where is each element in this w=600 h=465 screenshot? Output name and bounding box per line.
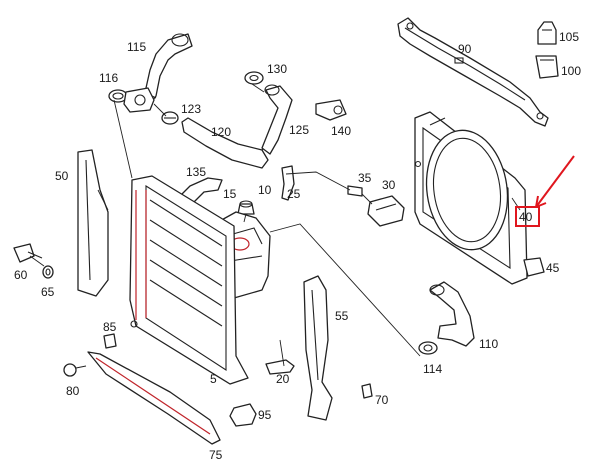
label-65: 65 (41, 285, 55, 299)
label-75: 75 (209, 448, 223, 462)
part-70-clip (361, 383, 373, 399)
label-35: 35 (358, 171, 372, 185)
part-40-fan-shroud (414, 111, 528, 285)
part-80-fastener (63, 363, 87, 377)
part-85-clip (103, 333, 117, 349)
label-80: 80 (66, 384, 80, 398)
part-15-cap (237, 200, 255, 215)
label-105: 105 (559, 30, 579, 44)
label-125: 125 (289, 123, 309, 137)
part-25-sensor (281, 165, 295, 201)
label-45: 45 (546, 261, 560, 275)
part-60-bolt (13, 243, 43, 263)
leader-lines (29, 83, 521, 367)
label-20: 20 (276, 372, 290, 386)
label-15: 15 (223, 187, 237, 201)
label-114: 114 (423, 362, 442, 376)
label-70: 70 (375, 393, 389, 407)
label-10: 10 (258, 183, 272, 197)
part-35-bolt (347, 185, 363, 197)
label-55: 55 (335, 309, 349, 323)
label-30: 30 (382, 178, 396, 192)
label-100: 100 (561, 64, 581, 78)
part-50-side-seal (77, 149, 109, 297)
part-116-clamp (108, 89, 128, 103)
label-95: 95 (258, 408, 272, 422)
label-135: 135 (186, 165, 206, 179)
part-20-drain-plug (265, 359, 295, 375)
label-50: 50 (55, 169, 69, 183)
part-55-side-seal (303, 275, 333, 421)
label-25: 25 (287, 187, 301, 201)
part-thermostat-housing (123, 87, 155, 113)
label-40: 40 (519, 210, 533, 224)
label-60: 60 (14, 268, 28, 282)
part-125-hose (261, 84, 293, 155)
label-120: 120 (211, 125, 231, 139)
label-123: 123 (181, 102, 201, 116)
label-85: 85 (103, 320, 117, 334)
part-40-highlight-box (515, 206, 540, 227)
part-45-clip (523, 257, 545, 277)
label-90: 90 (458, 42, 472, 56)
part-123-clamp (161, 111, 179, 125)
part-100-clip (535, 55, 559, 79)
label-5: 5 (210, 372, 217, 386)
part-114-clamp (418, 341, 438, 355)
part-95-mount (229, 403, 257, 427)
part-75-air-deflector (87, 351, 221, 445)
part-130-clamp (244, 71, 264, 85)
label-116: 116 (99, 71, 118, 85)
label-140: 140 (331, 124, 351, 138)
part-105-clip (537, 21, 557, 45)
part-90-bracket (397, 17, 549, 127)
part-140-valve (315, 99, 347, 121)
part-110-hose (429, 281, 475, 347)
part-65-washer (42, 265, 54, 279)
label-130: 130 (267, 62, 287, 76)
part-5-radiator (129, 175, 249, 385)
label-110: 110 (479, 337, 498, 351)
label-115: 115 (127, 40, 146, 54)
part-30-switch (367, 195, 405, 227)
red-arrow-icon (535, 155, 575, 208)
